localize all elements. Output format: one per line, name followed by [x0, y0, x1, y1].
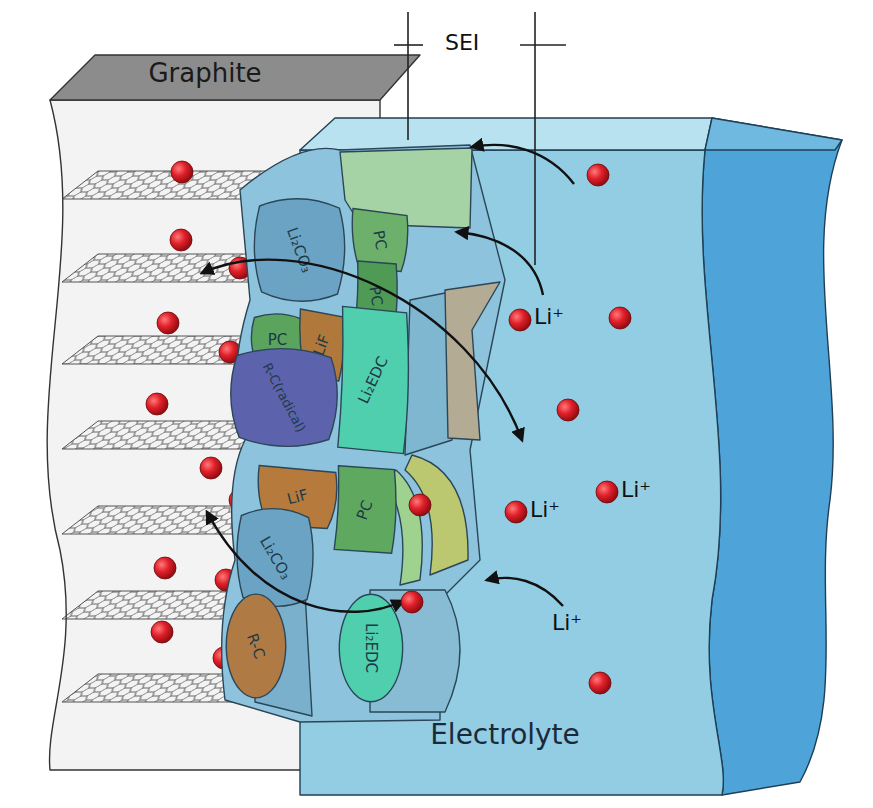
- sei-grain: R-C: [225, 592, 287, 700]
- grain-shape: [226, 594, 286, 698]
- grain-shape: [334, 466, 396, 553]
- grain-text-holder: R-C: [225, 592, 287, 700]
- block-title: Electrolyte: [385, 718, 625, 751]
- ion-label: Li⁺: [534, 304, 564, 329]
- compound-label: Li₂EDC: [354, 354, 391, 407]
- grain-shape: [237, 509, 313, 607]
- grain-shape: [339, 594, 402, 702]
- ion-label: Li⁺: [552, 610, 582, 635]
- compound-label: R-C: [243, 631, 269, 661]
- compound-label: LiF: [285, 486, 310, 509]
- grain-shape: [338, 306, 409, 453]
- compound-label: Li₂CO₃: [255, 533, 294, 583]
- sei-grain: Li₂EDC: [333, 300, 413, 460]
- grain-shape: [231, 349, 337, 447]
- compound-label: PC: [365, 284, 386, 306]
- sei-grain: R-C(radical): [228, 345, 340, 450]
- sei-grain: Li₂CO₃: [235, 505, 315, 610]
- compound-label: PC: [369, 229, 390, 251]
- grain-text-holder: PC: [330, 462, 400, 557]
- compound-label: R-C(radical): [259, 360, 308, 434]
- ion-label: Li⁺: [621, 477, 651, 502]
- compound-label: PC: [353, 497, 377, 522]
- compound-label: Li₂CO₃: [283, 225, 316, 275]
- sei-grain: PC: [330, 462, 400, 557]
- grain-shape: [254, 199, 344, 301]
- layer-label: SEI: [445, 30, 479, 55]
- block-face: [300, 150, 723, 795]
- ion-label: Li⁺: [530, 497, 560, 522]
- block-face: [300, 118, 712, 150]
- compound-label: Li₂EDC: [362, 623, 380, 673]
- block-face: [50, 55, 420, 100]
- grain-text-holder: Li₂CO₃: [235, 505, 315, 610]
- sei-grain: Li₂EDC: [338, 592, 404, 704]
- block-title: Graphite: [95, 58, 315, 88]
- grain-text-holder: Li₂EDC: [333, 300, 413, 460]
- block-face: [702, 118, 842, 795]
- grain-text-holder: R-C(radical): [228, 345, 340, 450]
- sei-grain: Li₂CO₃: [252, 195, 347, 305]
- compound-label: PC: [268, 331, 288, 349]
- grain-text-holder: Li₂CO₃: [252, 195, 347, 305]
- block-face: [705, 118, 842, 150]
- grain-text-holder: Li₂EDC: [338, 592, 404, 704]
